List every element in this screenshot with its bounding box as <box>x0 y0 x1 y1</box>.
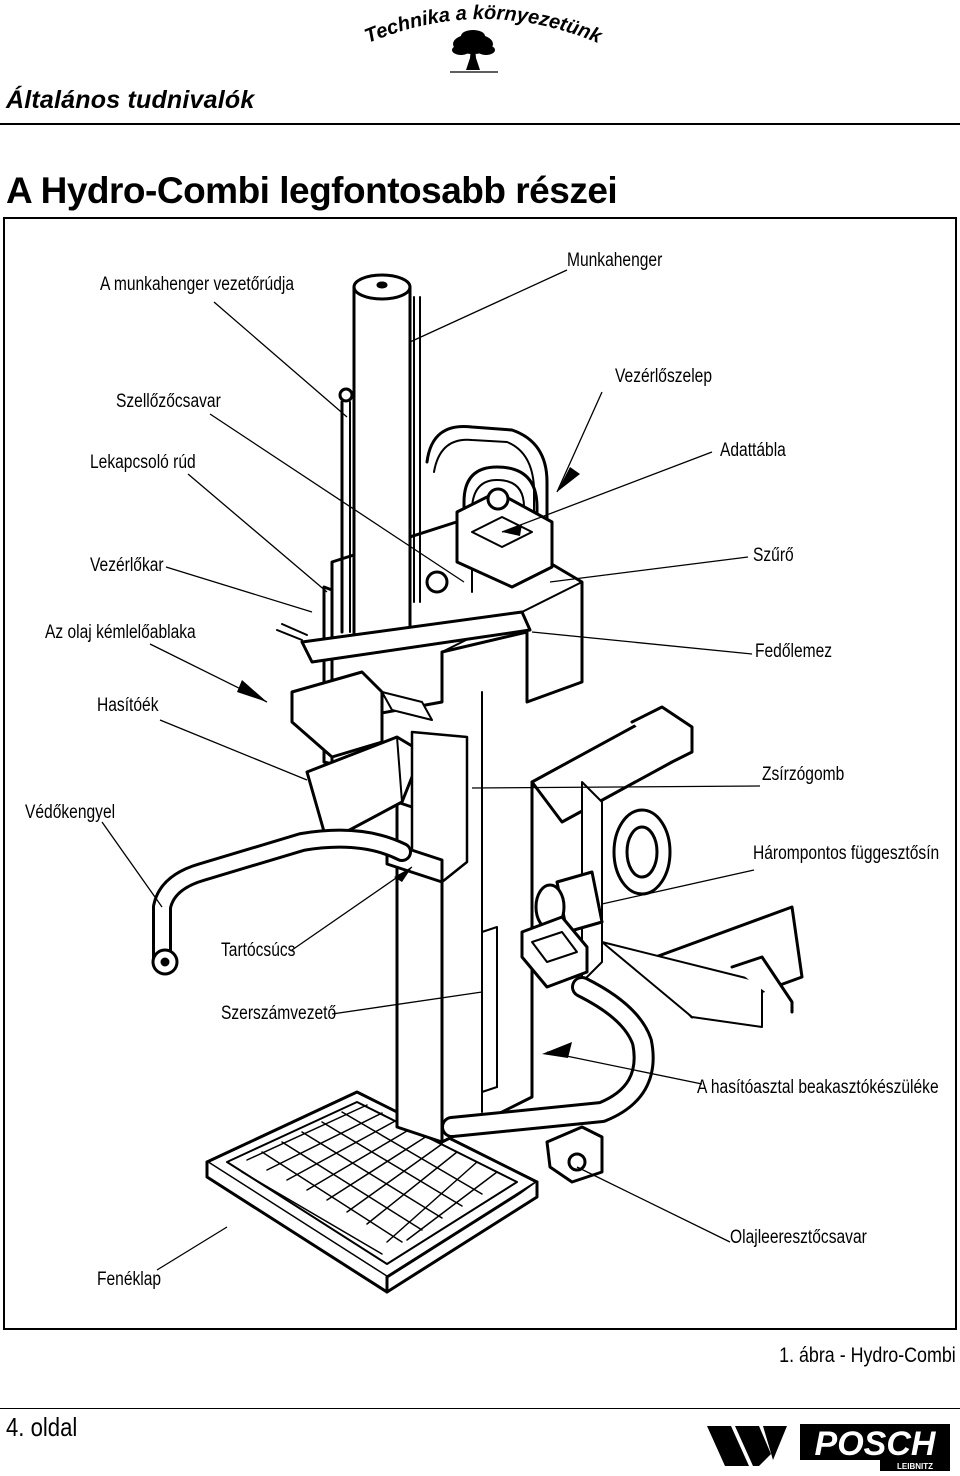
label-oil-window: Az olaj kémlelőablaka <box>45 622 196 643</box>
page-title: A Hydro-Combi legfontosabb részei <box>6 170 618 211</box>
label-tool-guide: Szerszámvezető <box>221 1003 337 1024</box>
section-title: Általános tudnivalók <box>6 86 255 114</box>
hydro-combi-drawing <box>101 269 804 1294</box>
label-cover-plate: Fedőlemez <box>755 641 833 662</box>
label-holder-spike: Tartócsúcs <box>221 940 296 961</box>
label-vent-screw: Szellőzőcsavar <box>116 391 221 412</box>
brand-subtitle: LEIBNITZ <box>897 1462 933 1471</box>
page-number: 4. oldal <box>6 1412 78 1442</box>
label-guard-bracket: Védőkengyel <box>25 802 116 823</box>
posch-logo: POSCH LEIBNITZ <box>705 1420 955 1472</box>
label-filter: Szűrő <box>753 545 794 566</box>
label-cylinder: Munkahenger <box>567 250 663 271</box>
label-base-plate: Fenéklap <box>97 1269 162 1290</box>
header-divider <box>0 123 960 125</box>
label-splitting-wedge: Hasítóék <box>97 695 159 716</box>
label-table-hook: A hasítóasztal beakasztókészüléke <box>697 1077 939 1098</box>
label-guide-rod: A munkahenger vezetőrúdja <box>100 274 295 295</box>
label-hitch-rail: Hárompontos függesztősín <box>753 843 940 864</box>
label-drain-plug: Olajleeresztőcsavar <box>730 1227 867 1248</box>
label-release-rod: Lekapcsoló rúd <box>90 452 196 473</box>
label-control-lever: Vezérlőkar <box>90 555 164 576</box>
figure-frame: A munkahenger vezetőrúdja Munkahenger Sz… <box>3 217 957 1330</box>
label-nameplate: Adattábla <box>720 440 786 461</box>
posch-emblem-icon <box>707 1426 787 1466</box>
environment-logo: Technika a környezetünkért <box>358 0 608 76</box>
brand-name: POSCH <box>815 1425 937 1463</box>
figure-caption: 1. ábra - Hydro-Combi <box>779 1344 956 1367</box>
label-grease-nipple: Zsírzógomb <box>762 764 845 785</box>
tree-icon <box>450 30 498 73</box>
footer-divider <box>0 1408 960 1409</box>
label-control-valve: Vezérlőszelep <box>615 366 713 387</box>
